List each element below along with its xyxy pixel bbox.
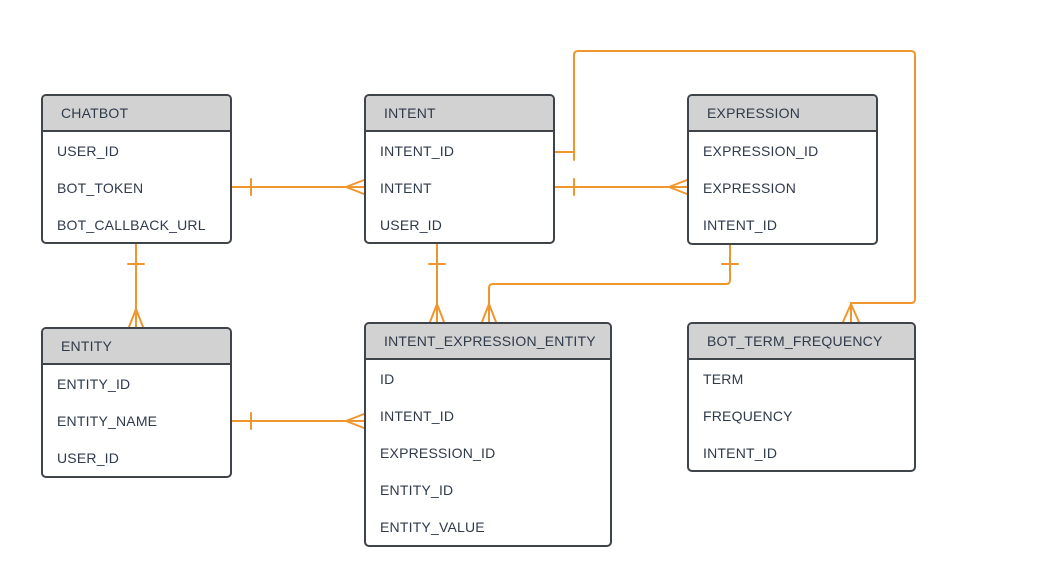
entity-title: CHATBOT (43, 96, 230, 132)
field-entity-value: ENTITY_VALUE (380, 518, 485, 535)
rel-intent-expression[interactable] (554, 178, 688, 196)
entity-entity[interactable]: ENTITY ENTITY_ID ENTITY_NAME USER_ID (41, 327, 232, 478)
rel-chatbot-entity[interactable] (127, 243, 145, 328)
entity-chatbot[interactable]: CHATBOT USER_ID BOT_TOKEN BOT_CALLBACK_U… (41, 94, 232, 244)
field-intent-id: INTENT_ID (703, 444, 778, 461)
field-bot-token: BOT_TOKEN (57, 179, 144, 196)
rel-intent-iee[interactable] (428, 243, 446, 323)
entity-title: ENTITY (43, 329, 230, 365)
field-intent-id: INTENT_ID (703, 216, 778, 233)
entity-intent-expression-entity[interactable]: INTENT_EXPRESSION_ENTITY ID INTENT_ID EX… (364, 322, 612, 547)
field-expression-id: EXPRESSION_ID (703, 142, 819, 159)
field-expression: EXPRESSION (703, 179, 797, 196)
entity-bot-term-frequency[interactable]: BOT_TERM_FREQUENCY TERM FREQUENCY INTENT… (687, 322, 916, 472)
entity-expression[interactable]: EXPRESSION EXPRESSION_ID EXPRESSION INTE… (687, 94, 878, 245)
rel-intent-bot-term-frequency[interactable] (554, 50, 916, 323)
entity-title: BOT_TERM_FREQUENCY (689, 324, 914, 360)
field-expression-id: EXPRESSION_ID (380, 444, 496, 461)
field-user-id: USER_ID (380, 216, 443, 233)
field-term: TERM (703, 370, 744, 387)
entity-title: INTENT_EXPRESSION_ENTITY (366, 324, 610, 360)
rel-entity-iee[interactable] (231, 412, 365, 430)
field-intent-id: INTENT_ID (380, 142, 455, 159)
field-entity-id: ENTITY_ID (380, 481, 454, 498)
rel-chatbot-intent[interactable] (231, 178, 365, 196)
entity-title: EXPRESSION (689, 96, 876, 132)
field-entity-id: ENTITY_ID (57, 375, 131, 392)
field-user-id: USER_ID (57, 142, 120, 159)
field-bot-callback-url: BOT_CALLBACK_URL (57, 216, 206, 233)
field-frequency: FREQUENCY (703, 407, 793, 424)
field-intent-id: INTENT_ID (380, 407, 455, 424)
field-intent: INTENT (380, 179, 432, 196)
entity-intent[interactable]: INTENT INTENT_ID INTENT USER_ID (364, 94, 555, 244)
field-entity-name: ENTITY_NAME (57, 412, 158, 429)
field-user-id: USER_ID (57, 449, 120, 466)
field-id: ID (380, 370, 395, 387)
entity-title: INTENT (366, 96, 553, 132)
rel-expression-iee[interactable] (481, 244, 739, 323)
